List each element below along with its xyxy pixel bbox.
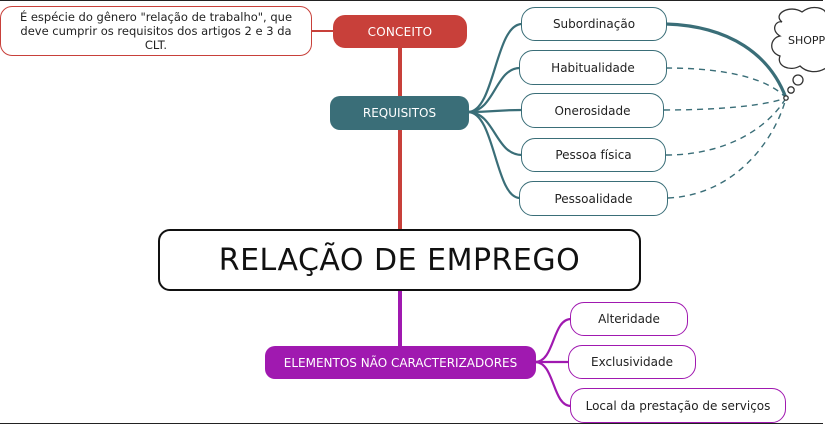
requisito-onerosidade[interactable]: Onerosidade: [521, 93, 664, 128]
elemento-alteridade[interactable]: Alteridade: [570, 302, 688, 336]
connector-req-pessoa-fisica: [467, 110, 523, 157]
conceito-note-text: É espécie do gênero "relação de trabalho…: [19, 10, 293, 52]
requisito-label: Pessoalidade: [554, 191, 633, 206]
elementos-label: ELEMENTOS NÃO CARACTERIZADORES: [283, 355, 518, 370]
connector-el-alteridade: [534, 317, 572, 364]
connector-el-local: [534, 360, 572, 408]
requisito-subordinacao[interactable]: Subordinação: [521, 7, 667, 41]
elemento-label: Local da prestação de serviços: [585, 398, 771, 413]
connector-pessoalidade-cloud: [667, 97, 787, 199]
requisito-pessoa-fisica[interactable]: Pessoa física: [521, 138, 666, 172]
connector-pessoa-fisica-cloud: [665, 97, 787, 156]
elementos-node[interactable]: ELEMENTOS NÃO CARACTERIZADORES: [265, 346, 536, 379]
conceito-note: É espécie do gênero "relação de trabalho…: [0, 6, 312, 56]
requisito-pessoalidade[interactable]: Pessoalidade: [519, 181, 668, 216]
requisitos-node[interactable]: REQUISITOS: [330, 96, 469, 130]
requisito-label: Subordinação: [552, 17, 636, 31]
requisitos-label: REQUISITOS: [362, 106, 437, 120]
cloud-shape: [771, 6, 825, 101]
conceito-label: CONCEITO: [367, 24, 433, 39]
connector-habitualidade-cloud: [665, 67, 787, 99]
central-topic[interactable]: RELAÇÃO DE EMPREGO: [158, 229, 641, 291]
conceito-node[interactable]: CONCEITO: [333, 15, 467, 48]
connector-req-pessoalidade: [467, 110, 521, 200]
requisito-label: Pessoa física: [555, 148, 632, 162]
central-topic-label: RELAÇÃO DE EMPREGO: [218, 242, 581, 278]
elemento-local-prestacao[interactable]: Local da prestação de serviços: [570, 388, 786, 423]
connector-req-habitualidade: [467, 66, 521, 114]
connector-subordinacao-cloud: [665, 22, 788, 99]
requisito-habitualidade[interactable]: Habitualidade: [519, 50, 667, 85]
cloud-label: SHOPP: [788, 34, 825, 47]
connector-onerosidade-cloud: [663, 97, 787, 111]
elemento-label: Exclusividade: [590, 355, 673, 369]
elemento-label: Alteridade: [598, 312, 660, 326]
requisito-label: Onerosidade: [554, 103, 631, 118]
requisito-label: Habitualidade: [551, 60, 635, 75]
connector-req-subordinacao: [467, 22, 523, 114]
elemento-exclusividade[interactable]: Exclusividade: [568, 345, 696, 379]
